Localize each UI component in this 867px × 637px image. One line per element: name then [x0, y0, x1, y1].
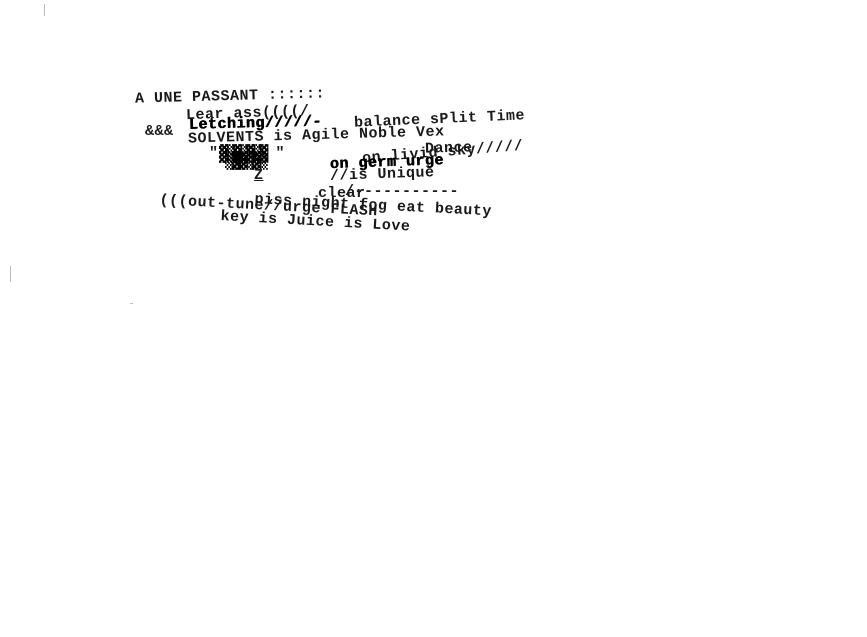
poem-line-quotes: " " [209, 145, 286, 162]
poem-line-is-unique: //is Unique [329, 164, 435, 185]
poem-line-ampersands: &&& [145, 123, 174, 140]
paper-speck [10, 266, 11, 282]
overstrike-smudge-icon: ▓▒▓▒▓▒▓ [219, 144, 268, 163]
paper-speck [130, 303, 133, 304]
poem-line-clear: clear [318, 185, 366, 202]
overstrike-smudge-icon: ▒▓▓▒▓▒ [225, 151, 268, 170]
paper-speck [44, 4, 45, 16]
poem-line-z: Z [254, 167, 264, 184]
poem-line-dashes: /----------- [345, 183, 460, 200]
